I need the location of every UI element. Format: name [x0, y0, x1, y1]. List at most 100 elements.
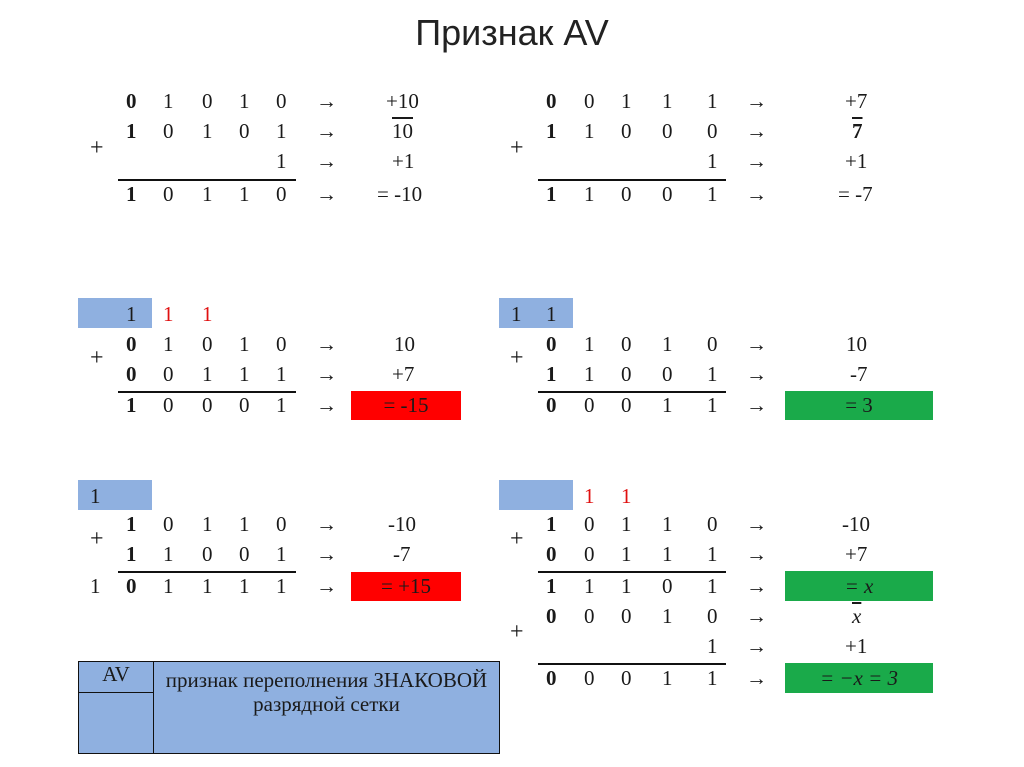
bit: 1 — [621, 574, 632, 598]
carry-bit: 1 — [163, 302, 174, 326]
bit: 1 — [584, 362, 595, 386]
result-value: = x — [844, 574, 874, 598]
plus-sign: + — [510, 526, 524, 552]
bit: 0 — [584, 666, 595, 690]
av-flag-box — [499, 298, 573, 328]
bit: 0 — [707, 119, 718, 143]
bit: 1 — [546, 574, 557, 598]
plus-sign: + — [90, 345, 104, 371]
row-value: = -7 — [838, 182, 873, 206]
arrow-icon: → — [316, 182, 337, 206]
bit: 1 — [707, 89, 718, 113]
bit: 0 — [546, 604, 557, 628]
bit: 1 — [126, 393, 137, 417]
bit: 1 — [202, 119, 213, 143]
bit: 0 — [662, 182, 673, 206]
bit: 1 — [621, 542, 632, 566]
bit: 1 — [276, 542, 287, 566]
bit: 0 — [126, 89, 137, 113]
correct-result-box: = 3 — [785, 391, 933, 420]
carry-bit: 1 — [202, 302, 213, 326]
bit: 0 — [126, 362, 137, 386]
bit: 0 — [163, 182, 174, 206]
bit: 1 — [163, 574, 174, 598]
bit: 0 — [276, 182, 287, 206]
bit: 0 — [584, 542, 595, 566]
bit: 0 — [276, 332, 287, 356]
bit: 0 — [276, 89, 287, 113]
bit: 1 — [276, 119, 287, 143]
bit: 0 — [546, 89, 557, 113]
bit: 1 — [662, 512, 673, 536]
bit: 1 — [546, 362, 557, 386]
arrow-icon: → — [746, 604, 767, 628]
bit: 1 — [239, 512, 250, 536]
result-value: = -15 — [383, 393, 429, 417]
row-value: 7 — [852, 119, 863, 143]
result-value: = 3 — [845, 393, 873, 417]
row-value: -7 — [393, 542, 411, 566]
bit: 0 — [584, 604, 595, 628]
bit: 0 — [202, 542, 213, 566]
sum-line — [538, 391, 726, 393]
legend-key: AV — [78, 661, 154, 693]
arrow-icon: → — [746, 634, 767, 658]
arrow-icon: → — [316, 149, 337, 173]
arrow-icon: → — [316, 393, 337, 417]
plus-sign: + — [510, 345, 524, 371]
row-value: +7 — [392, 362, 415, 386]
bit: 0 — [584, 89, 595, 113]
row-value: +1 — [392, 149, 415, 173]
carry-bit: 1 — [621, 484, 632, 508]
row-value: +1 — [845, 634, 868, 658]
arrow-icon: → — [746, 149, 767, 173]
bit: 0 — [202, 393, 213, 417]
bit: 0 — [584, 512, 595, 536]
bit: 1 — [584, 119, 595, 143]
bit: 0 — [239, 542, 250, 566]
av-flag-box — [78, 298, 152, 328]
row-value: = -10 — [377, 182, 423, 206]
bit: 1 — [662, 89, 673, 113]
result-value: = +15 — [381, 574, 431, 598]
row-value: -10 — [842, 512, 870, 536]
carry-bit: 1 — [511, 302, 522, 326]
bit: 0 — [546, 332, 557, 356]
bit: 1 — [662, 542, 673, 566]
bit: 0 — [662, 574, 673, 598]
bit: 0 — [546, 666, 557, 690]
sum-line — [538, 571, 726, 573]
bit: 1 — [621, 89, 632, 113]
bit: 1 — [707, 393, 718, 417]
arrow-icon: → — [746, 362, 767, 386]
bit: 1 — [276, 393, 287, 417]
bit: 0 — [621, 666, 632, 690]
bit: 1 — [707, 634, 718, 658]
bit: 0 — [163, 362, 174, 386]
plus-sign: + — [510, 135, 524, 161]
bit: 1 — [662, 666, 673, 690]
av-flag-box — [499, 480, 573, 510]
bit: 1 — [662, 332, 673, 356]
bit: 1 — [163, 332, 174, 356]
bit: 1 — [584, 182, 595, 206]
arrow-icon: → — [316, 119, 337, 143]
bit: 1 — [707, 149, 718, 173]
arrow-icon: → — [746, 542, 767, 566]
bit: 1 — [621, 512, 632, 536]
arrow-icon: → — [316, 512, 337, 536]
carry-bit: 1 — [584, 484, 595, 508]
bit: 0 — [707, 332, 718, 356]
bit: 1 — [276, 574, 287, 598]
bit: 0 — [662, 119, 673, 143]
arrow-icon: → — [746, 666, 767, 690]
bit: 1 — [584, 332, 595, 356]
bit: 1 — [707, 542, 718, 566]
carry-bit: 1 — [90, 484, 101, 508]
bit: 0 — [584, 393, 595, 417]
arrow-icon: → — [746, 393, 767, 417]
plus-sign: + — [90, 526, 104, 552]
row-value: +7 — [845, 89, 868, 113]
bit: 0 — [202, 332, 213, 356]
bit: 0 — [126, 574, 137, 598]
